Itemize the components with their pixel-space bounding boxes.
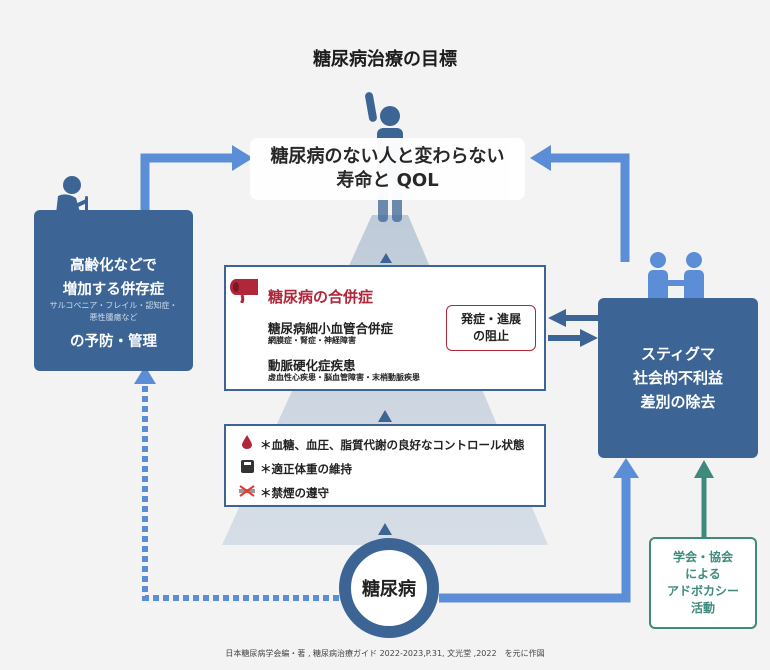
arrow-to-complications-head <box>548 309 566 327</box>
diabetes-label: 糖尿病 <box>362 579 416 600</box>
goal-line-1: 糖尿病のない人と変わらない <box>270 146 505 167</box>
advocacy-line-3: アドボカシー <box>666 584 739 598</box>
complications-box: 糖尿病の合併症 糖尿病細小血管合併症 網膜症・腎症・神経障害 動脈硬化症疾患 虚… <box>224 265 546 391</box>
stigma-line-3: 差別の除去 <box>640 393 716 411</box>
page-title: 糖尿病治療の目標 <box>313 49 457 70</box>
dashed-arrow-to-left-box <box>142 380 339 601</box>
arrow-right-to-goal <box>549 153 630 262</box>
source-citation: 日本糖尿病学会編・著 , 糖尿病治療ガイド 2022-2023,P.31, 文光… <box>225 649 545 658</box>
atherosclerosis-title: 動脈硬化症疾患 <box>268 358 356 373</box>
control-box: ＊血糖、血圧、脂質代謝の良好なコントロール状態 ＊適正体重の維持 ＊禁煙の遵守 <box>224 424 546 507</box>
weight-scale-icon <box>238 460 256 476</box>
blood-vessel-icon <box>230 279 258 303</box>
prevention-line-1: 発症・進展 <box>460 312 521 326</box>
no-smoking-icon <box>238 485 256 500</box>
prevention-line-2: の阻止 <box>472 329 509 343</box>
atherosclerosis-sub: 虚血性心疾患・脳血管障害・末梢動脈疾患 <box>268 373 420 382</box>
arrow-left-to-goal <box>140 153 234 212</box>
comorbidity-examples-2: 悪性腫瘍など <box>89 313 138 322</box>
comorbidity-line-1: 高齢化などで <box>70 258 157 274</box>
dashed-arrow-head <box>134 366 156 384</box>
comorbidity-line-3: の予防・管理 <box>70 334 157 350</box>
arrow-diabetes-head <box>613 458 639 478</box>
complications-heading: 糖尿病の合併症 <box>268 288 374 306</box>
control-row-3: ＊禁煙の遵守 <box>238 485 329 501</box>
stigma-line-2: 社会的不利益 <box>632 369 723 387</box>
advocacy-box: 学会・協会 による アドボカシー 活動 <box>649 537 757 629</box>
microvascular-sub: 網膜症・腎症・神経障害 <box>268 336 356 345</box>
prevention-badge: 発症・進展 の阻止 <box>446 305 536 351</box>
arrow-left-to-goal-head <box>232 145 253 171</box>
goal-line-2: 寿命と QOL <box>336 170 439 191</box>
stigma-line-1: スティグマ <box>640 345 716 363</box>
arrow-right-to-goal-head <box>530 145 551 171</box>
advocacy-arrow-head <box>694 460 714 478</box>
stigma-box: スティグマ 社会的不利益 差別の除去 <box>598 298 758 458</box>
advocacy-line-4: 活動 <box>690 601 715 615</box>
triangle-marker-1 <box>380 253 392 263</box>
control-row-1: ＊血糖、血圧、脂質代謝の良好なコントロール状態 <box>238 435 525 453</box>
blood-drop-icon <box>238 435 256 452</box>
advocacy-line-2: による <box>685 567 721 581</box>
microvascular-title: 糖尿病細小血管合併症 <box>268 321 394 336</box>
diabetes-circle: 糖尿病 <box>339 538 439 638</box>
comorbidity-examples-1: サルコペニア・フレイル・認知症・ <box>49 301 178 310</box>
triangle-marker-3 <box>378 523 392 535</box>
arrow-diabetes-to-right-box <box>439 476 631 603</box>
arrow-to-right-box-head <box>580 329 598 347</box>
triangle-marker-2 <box>378 410 392 422</box>
comorbidity-box: 高齢化などで 増加する併存症 サルコペニア・フレイル・認知症・ 悪性腫瘍など の… <box>34 210 193 371</box>
advocacy-line-1: 学会・協会 <box>672 550 733 564</box>
comorbidity-line-2: 増加する併存症 <box>62 282 165 298</box>
goal-box: 糖尿病のない人と変わらない 寿命と QOL <box>250 138 525 200</box>
control-row-2: ＊適正体重の維持 <box>238 460 352 477</box>
